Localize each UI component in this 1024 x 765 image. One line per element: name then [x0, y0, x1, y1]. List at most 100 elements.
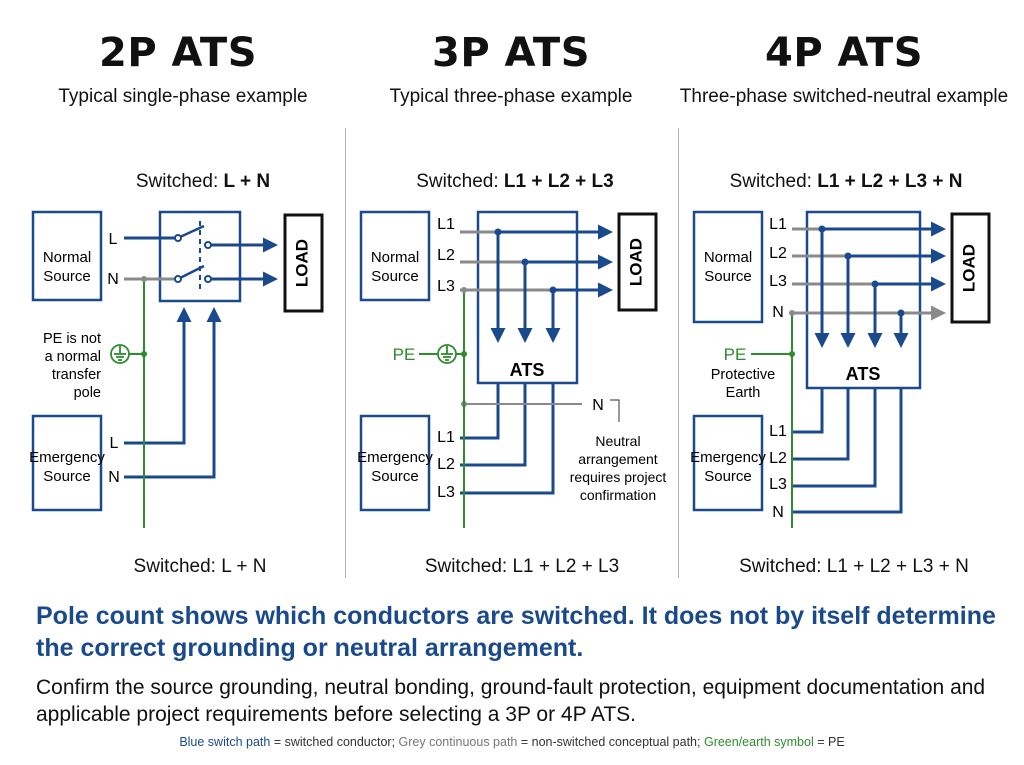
emergency-source-box [31, 414, 103, 512]
emergency-source-label-1: Emergency [690, 449, 766, 466]
normal-source-label-1: Normal [371, 249, 419, 266]
em-terminal-l2: L2 [769, 450, 787, 467]
panel-4p-title: 4P ATS [764, 30, 924, 76]
junction [818, 225, 826, 233]
legend-grey: Grey continuous path [398, 735, 518, 749]
panel-2p-title: 2P ATS [98, 30, 258, 76]
terminal-l2: L2 [769, 245, 787, 262]
pe-label: PE [393, 345, 416, 364]
legend-green-desc: = PE [813, 735, 845, 749]
legend-blue: Blue switch path [179, 735, 271, 749]
em-terminal-l: L [110, 435, 119, 452]
emergency-source-label-2: Source [371, 468, 419, 485]
em-n-wire [792, 389, 903, 514]
normal-source-box [359, 210, 431, 302]
panel-4p-diagram: Normal Source L1 L2 L3 N ATS LOAD Emerge… [690, 210, 991, 528]
panel-4p-switched-top: Switched: L1 + L2 + L3 + N [729, 171, 963, 192]
normal-source-label-1: Normal [704, 249, 752, 266]
switch-contact [174, 234, 182, 242]
legend-blue-desc: = switched conductor; [270, 735, 399, 749]
panel-3p-switched-bottom: Switched: L1 + L2 + L3 [424, 556, 620, 577]
junction [897, 309, 905, 317]
panel-divider-2 [678, 128, 679, 578]
em-l1-wire [792, 389, 824, 434]
pe-label: PE [724, 345, 747, 364]
emergency-source-label-2: Source [43, 468, 91, 485]
pe-note-1: Protective [711, 367, 775, 383]
switch-blade [179, 224, 205, 239]
junction [141, 276, 147, 282]
pe-note-1: PE is not [43, 331, 101, 347]
em-l2-wire [460, 384, 527, 467]
em-l-wire [124, 307, 192, 445]
normal-source-label-1: Normal [43, 249, 91, 266]
normal-source-label-2: Source [704, 268, 752, 285]
em-l2-wire [792, 389, 850, 461]
normal-source-label-2: Source [43, 268, 91, 285]
pe-note-2: Earth [726, 385, 761, 401]
junction [494, 228, 502, 236]
junction [871, 280, 879, 288]
panel-2p-switched-bottom: Switched: L + N [133, 556, 267, 577]
em-l3-wire [792, 389, 877, 488]
junction [789, 310, 795, 316]
em-terminal-l3: L3 [437, 484, 455, 501]
panel-3p-switched-top: Switched: L1 + L2 + L3 [416, 171, 614, 192]
panel-divider-1 [345, 128, 346, 578]
terminal-l1: L1 [769, 216, 787, 233]
normal-source-box [31, 210, 103, 302]
panel-3p-title: 3P ATS [431, 30, 591, 76]
emergency-source-label-1: Emergency [29, 449, 105, 466]
legend-grey-desc: = non-switched conceptual path; [517, 735, 704, 749]
normal-source-label-2: Source [371, 268, 419, 285]
neutral-note-1: Neutral [595, 433, 640, 449]
em-n-wire [124, 307, 222, 479]
ats-label: ATS [510, 360, 545, 380]
load-label: LOAD [626, 238, 645, 286]
panel-3p-diagram: Normal Source L1 L2 L3 ATS LOAD Emergenc… [357, 210, 667, 528]
terminal-l2: L2 [437, 247, 455, 264]
terminal-l3: L3 [769, 273, 787, 290]
em-terminal-l3: L3 [769, 476, 787, 493]
terminal-l: L [109, 231, 118, 248]
em-terminal-l1: L1 [769, 423, 787, 440]
panel-2p-subtitle: Typical single-phase example [58, 86, 308, 107]
em-terminal-l1: L1 [437, 429, 455, 446]
ats-box [805, 210, 922, 390]
panel-2p-diagram: Normal Source L N LOAD Emergency Source … [29, 210, 324, 528]
junction [521, 258, 529, 266]
em-l1-wire [460, 384, 500, 440]
neutral-label: N [592, 397, 604, 414]
legend: Blue switch path = switched conductor; G… [0, 735, 1024, 749]
junction [461, 287, 467, 293]
pe-note-2: a normal [45, 349, 101, 365]
primary-note: Pole count shows which conductors are sw… [36, 602, 996, 662]
earth-icon [110, 344, 130, 364]
panel-4p-subtitle: Three-phase switched-neutral example [679, 86, 1009, 107]
panel-2p-switched-top: Switched: L + N [135, 171, 271, 192]
switch-contact [204, 275, 212, 283]
ats-diagrams: Normal Source L N LOAD Emergency Source … [29, 210, 991, 528]
emergency-source-box [359, 414, 431, 512]
earth-icon [437, 344, 457, 364]
panel-4p-switched-bottom: Switched: L1 + L2 + L3 + N [739, 556, 969, 577]
note-leader [610, 399, 620, 422]
em-terminal-l2: L2 [437, 456, 455, 473]
normal-source-box [692, 210, 764, 324]
panel-3p-subtitle: Typical three-phase example [389, 86, 633, 107]
terminal-l3: L3 [437, 278, 455, 295]
terminal-l1: L1 [437, 216, 455, 233]
load-box [617, 212, 658, 312]
ats-box [476, 210, 579, 385]
terminal-n: N [107, 271, 119, 288]
em-terminal-n: N [108, 469, 120, 486]
em-terminal-n: N [772, 504, 784, 521]
em-l3-wire [460, 384, 555, 495]
switch-contact [174, 275, 182, 283]
neutral-note-3: requires project [570, 469, 667, 485]
load-label: LOAD [292, 239, 311, 287]
legend-green: Green/earth symbol [703, 735, 814, 749]
neutral-note-4: confirmation [580, 487, 656, 503]
pe-note-4: pole [74, 385, 101, 401]
junction [844, 252, 852, 260]
